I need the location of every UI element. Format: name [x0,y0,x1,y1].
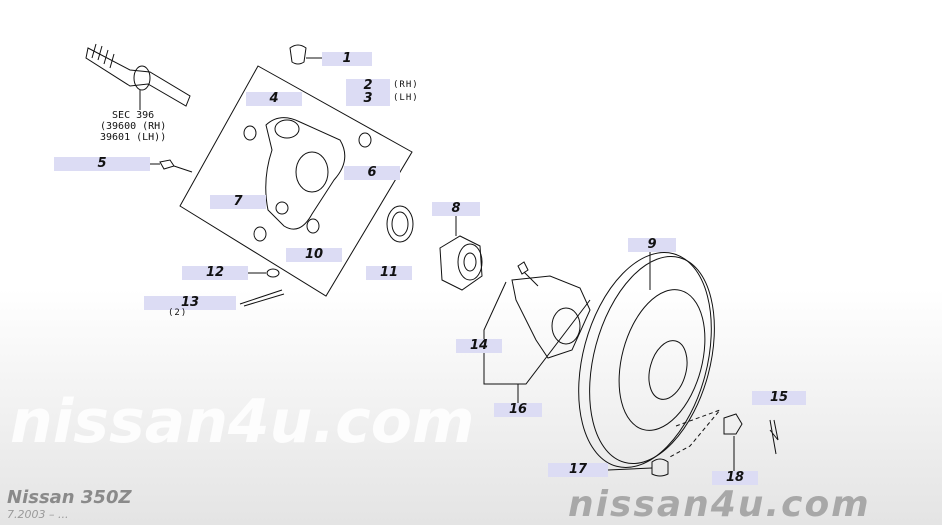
callout-5[interactable]: 5 [54,157,150,171]
part-17-plug [651,458,669,477]
part-5-bolt [159,159,193,173]
part-18-nut [723,413,743,435]
callout-2[interactable]: 2 [346,79,390,93]
callout-4[interactable]: 4 [246,92,302,106]
section-reference: SEC 396 (39600 (RH) 39601 (LH)) [100,110,166,143]
callout-3-side: (LH) [393,93,419,103]
part-12-nut [266,268,280,278]
callout-10[interactable]: 10 [286,248,342,262]
section-ref-line: 39601 (LH)) [100,132,167,143]
knuckle-assembly-frame [179,65,413,297]
knuckle [265,117,346,230]
part-4-bushing [243,125,257,141]
callout-18[interactable]: 18 [712,471,758,485]
part-6-bushing [358,132,372,148]
part-13-cotter-pin [239,289,285,307]
callout-13-qty: (2) [168,308,188,318]
callout-6[interactable]: 6 [344,166,400,180]
watermark-bottom: nissan4u.com [568,484,871,525]
callout-7[interactable]: 7 [210,195,266,209]
section-ref-line: (39600 (RH) [100,121,167,132]
callout-8[interactable]: 8 [432,202,480,216]
callout-12[interactable]: 12 [182,266,248,280]
callout-1[interactable]: 1 [322,52,372,66]
callout-11[interactable]: 11 [366,266,412,280]
watermark-center: nissan4u.com [10,387,475,457]
callout-17[interactable]: 17 [548,463,608,477]
part-10-bushing [306,218,320,234]
callout-3[interactable]: 3 [346,92,390,106]
part-9-brake-disc [578,252,715,468]
part-11-seal [386,205,414,243]
part-1-bushing [289,44,307,65]
callout-2-side: (RH) [393,80,419,90]
model-name: Nissan 350Z [7,487,132,508]
callout-15[interactable]: 15 [752,391,806,405]
section-ref-line: SEC 396 [112,110,155,121]
production-date: 7.2003 – ... [7,508,69,521]
callout-14[interactable]: 14 [456,339,502,353]
part-8-hub-bearing [439,235,483,291]
callout-13[interactable]: 13 [144,296,236,310]
part-7-bushing [253,226,267,242]
part-14-hub [511,261,591,359]
callout-9[interactable]: 9 [628,238,676,252]
part-15-pin [769,419,779,455]
drive-shaft [85,43,191,110]
callout-16[interactable]: 16 [494,403,542,417]
